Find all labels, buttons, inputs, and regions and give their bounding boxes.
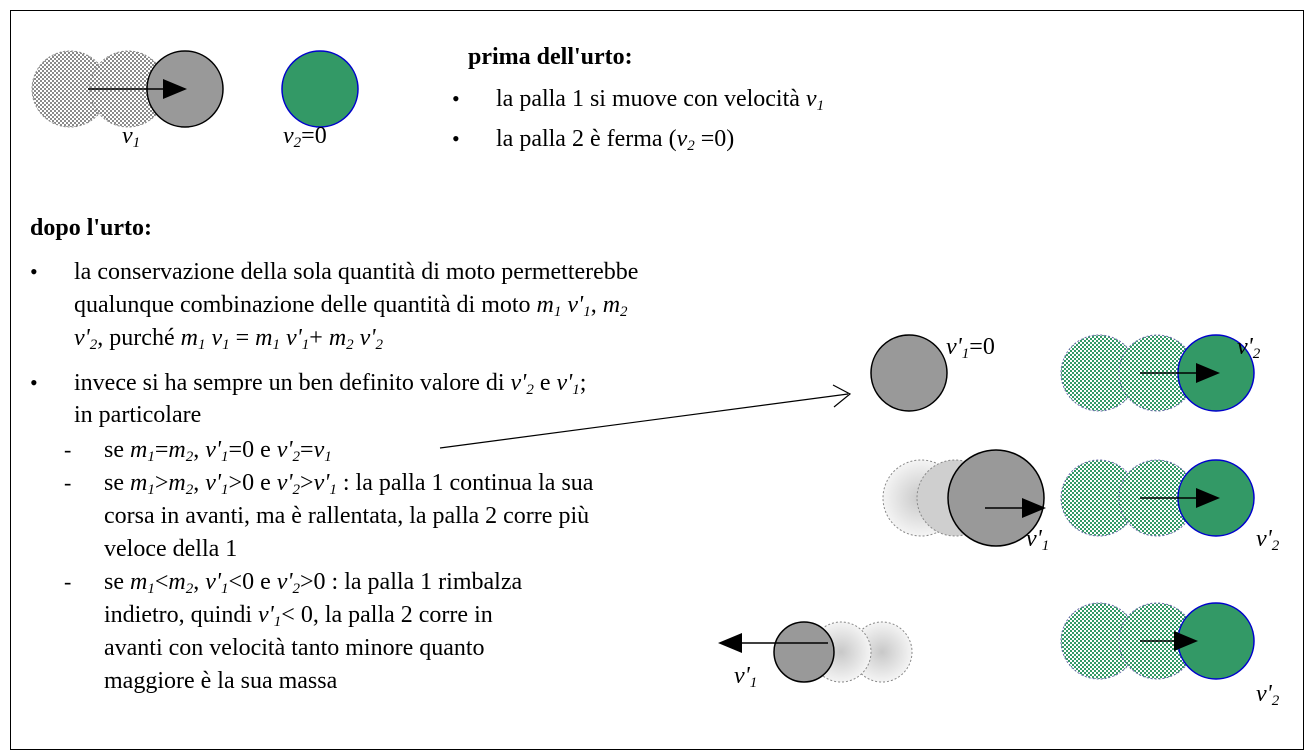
case-2-line2: corsa in avanti, ma è rallentata, la pal… (104, 503, 590, 529)
before-item-1: la palla 1 si muove con velocità v1 (496, 86, 825, 114)
before-heading: prima dell'urto: (468, 44, 633, 70)
case-3-line1: se m1<m2, v'1<0 e v'2>0 : la palla 1 rim… (104, 569, 523, 597)
label-top-v1prime: v'1=0 (946, 334, 995, 362)
after-b1-line3: v'2, purché m1 v1 = m1 v'1+ m2 v'2 (74, 325, 383, 353)
dash: - (64, 437, 72, 462)
after-heading: dopo l'urto: (30, 215, 153, 241)
label-v1: v1 (122, 123, 141, 151)
dash: - (64, 569, 72, 594)
label-mid-v2prime: v'2 (1256, 526, 1280, 554)
before-item-2: la palla 2 è ferma (v2 =0) (496, 126, 735, 154)
ball2-after-mid (1060, 459, 1255, 537)
after-b1-line1: la conservazione della sola quantità di … (74, 259, 639, 285)
label-bot-v1prime: v'1 (734, 663, 758, 691)
ball2-after-top (1060, 334, 1255, 412)
ball1-after-mid (882, 449, 1046, 547)
collision-diagram (31, 50, 1255, 683)
ball-2 (281, 50, 359, 128)
label-v2: v2=0 (283, 123, 327, 151)
after-b1-line2: qualunque combinazione delle quantità di… (74, 292, 628, 320)
ball1-after-bottom (718, 621, 913, 683)
after-b2-line1: invece si ha sempre un ben definito valo… (74, 370, 587, 398)
label-bot-v2prime: v'2 (1256, 681, 1280, 709)
bullet: • (30, 259, 38, 284)
ball1-before-group (31, 50, 224, 128)
case-2-line3: veloce della 1 (104, 536, 238, 562)
bullet: • (30, 370, 38, 395)
bullet: • (452, 126, 460, 151)
dash: - (64, 470, 72, 495)
case-3-line4: maggiore è la sua massa (104, 668, 338, 694)
label-top-v2prime: v'2 (1237, 334, 1261, 362)
ball-1-stopped (870, 334, 948, 412)
label-mid-v1prime: v'1 (1026, 526, 1050, 554)
case-3-line2: indietro, quindi v'1< 0, la palla 2 corr… (104, 602, 493, 630)
pointer-arrow (439, 393, 849, 449)
ball2-after-bottom (1060, 602, 1255, 680)
after-b2-line2: in particolare (74, 402, 202, 428)
case-2-line1: se m1>m2, v'1>0 e v'2>v'1 : la palla 1 c… (104, 470, 594, 498)
bullet: • (452, 86, 460, 111)
case-3-line3: avanti con velocità tanto minore quanto (104, 635, 485, 661)
case-1: se m1=m2, v'1=0 e v'2=v1 (104, 437, 332, 465)
